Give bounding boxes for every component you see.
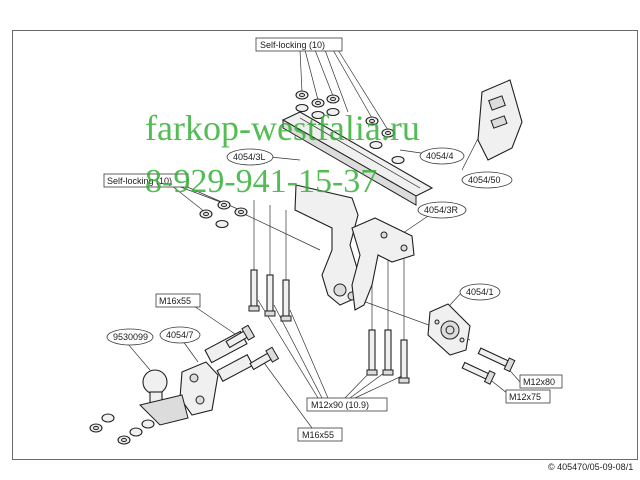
label-4054-1: 4054/1 [459,283,501,301]
svg-text:4054/7: 4054/7 [166,330,194,340]
svg-text:M12x75: M12x75 [509,392,541,402]
label-self-locking-top: Self-locking (10) [255,37,343,52]
label-self-locking-left: Self-locking (10) [103,173,189,188]
label-m12x75: M12x75 [505,389,551,404]
crossbar-4054-4 [281,111,434,206]
label-4054-3r: 4054/3R [417,201,467,219]
svg-text:9530099: 9530099 [113,332,148,342]
plate-4054-50 [477,79,523,161]
svg-text:4054/3L: 4054/3L [233,152,266,162]
self-locking-nuts-left [199,200,248,229]
svg-text:Self-locking (10): Self-locking (10) [260,40,325,50]
label-m16x55-bottom: M16x55 [297,427,343,442]
bolts-m12x90-left [248,269,292,322]
bracket-4054-3l [294,184,361,306]
bolts-m12x90-right [366,329,410,384]
socket-plate-4054-1 [427,303,471,356]
svg-text:Self-locking (10): Self-locking (10) [107,176,172,186]
label-4054-50: 4054/50 [461,171,513,189]
watermark-site: farkop-westfalia.ru [145,108,420,148]
svg-text:M16x55: M16x55 [159,296,191,306]
label-4054-7: 4054/7 [159,326,201,344]
label-m12x80: M12x80 [519,374,563,389]
label-m12x90: M12x90 (10.9) [306,397,388,412]
svg-text:4054/1: 4054/1 [466,287,494,297]
svg-text:M12x80: M12x80 [523,377,555,387]
diagram-frame [12,30,638,460]
watermark-phone: 8-929-941-15-37 [145,163,377,200]
label-m16x55-top: M16x55 [155,293,201,308]
svg-text:M16x55: M16x55 [302,430,334,440]
label-4054-3l: 4054/3L [226,148,274,166]
bolts-m12x80-m12x75 [461,347,516,385]
nuts-bottom-left [89,413,155,445]
svg-text:4054/4: 4054/4 [426,151,454,161]
bracket-4054-3r [351,217,415,311]
label-4054-4: 4054/4 [419,147,465,165]
copyright-text: © 405470/05-09-08/1 [548,462,634,472]
svg-text:4054/50: 4054/50 [468,175,501,185]
self-locking-nuts-top [295,90,405,165]
towball-assembly [139,330,254,426]
bolts-m16x55 [225,324,280,371]
label-9530099: 9530099 [106,328,154,346]
svg-text:M12x90 (10.9): M12x90 (10.9) [311,400,369,410]
svg-text:4054/3R: 4054/3R [424,205,459,215]
